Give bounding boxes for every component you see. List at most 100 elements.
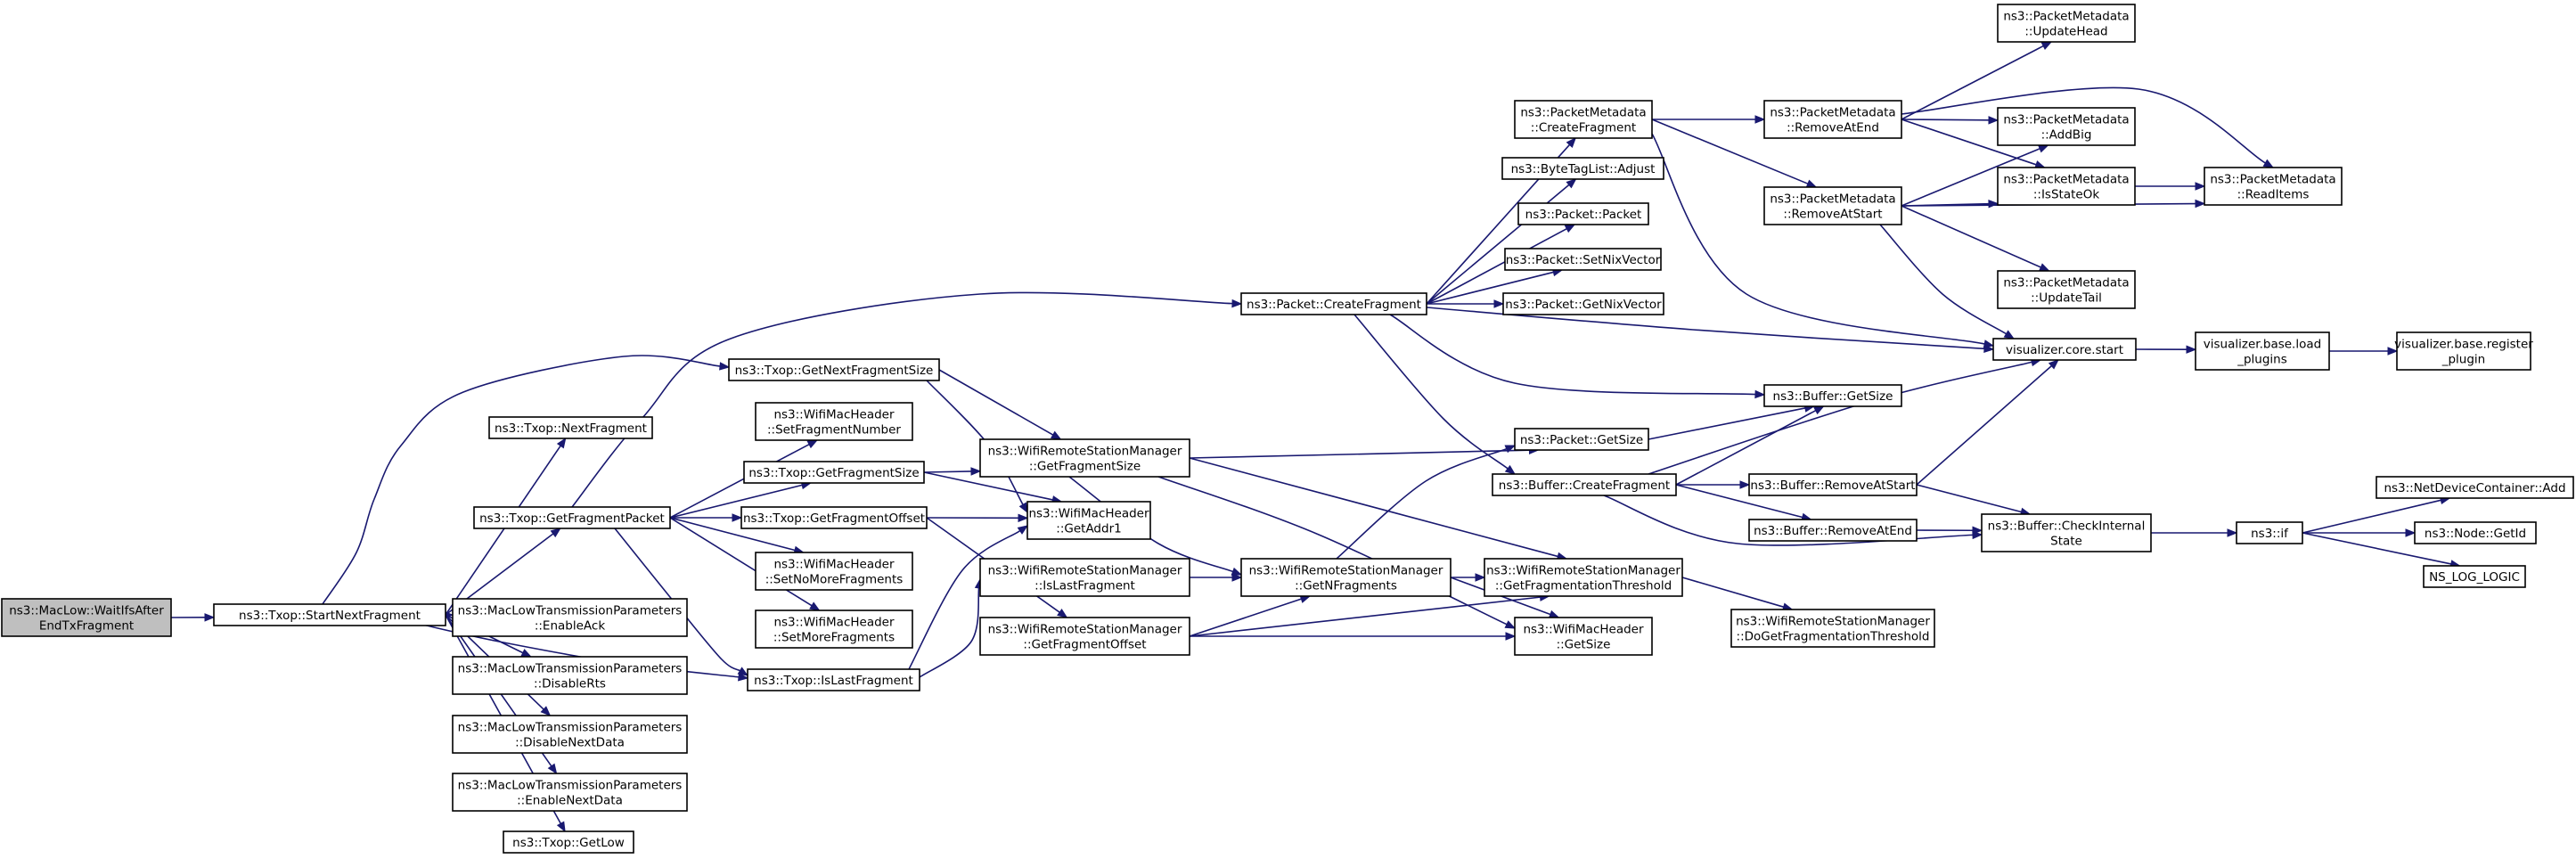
node-box[interactable] [1240,558,1452,597]
node-bufcreatefrag[interactable]: ns3::Buffer::CreateFragment [1492,473,1677,496]
node-startnext[interactable]: ns3::Txop::StartNextFragment [213,603,446,626]
node-nextfrag[interactable]: ns3::Txop::NextFragment [488,416,653,439]
node-box[interactable] [1763,100,1902,139]
node-box[interactable] [1240,292,1427,315]
node-wrsmgetfragoff[interactable]: ns3::WifiRemoteStationManager::GetFragme… [979,617,1190,656]
node-bufgetsize[interactable]: ns3::Buffer::GetSize [1763,384,1902,407]
node-box[interactable] [213,603,446,626]
node-box[interactable] [1026,501,1151,540]
node-wrsmislast[interactable]: ns3::WifiRemoteStationManager::IsLastFra… [979,558,1190,597]
node-box[interactable] [2414,521,2537,544]
node-box[interactable] [979,438,1190,478]
node-box[interactable] [1748,519,1918,542]
node-getlow[interactable]: ns3::Txop::GetLow [503,830,634,854]
node-pmremoveatend[interactable]: ns3::PacketMetadata::RemoveAtEnd [1763,100,1902,139]
node-box[interactable] [2195,331,2330,371]
node-getnix[interactable]: ns3::Packet::GetNixVector [1502,292,1664,315]
node-box[interactable] [452,715,688,754]
node-getfragpkt[interactable]: ns3::Txop::GetFragmentPacket [473,506,671,529]
node-box[interactable] [1992,338,2137,361]
node-pmupdatehead[interactable]: ns3::PacketMetadata::UpdateHead [1997,4,2136,43]
node-box[interactable] [2236,521,2303,544]
node-wmhgetsize[interactable]: ns3::WifiMacHeader::GetSize [1514,617,1653,656]
node-pmremoveatstart[interactable]: ns3::PacketMetadata::RemoveAtStart [1763,186,1902,225]
node-getnextfragsize[interactable]: ns3::Txop::GetNextFragmentSize [728,358,940,381]
node-pmupdatetail[interactable]: ns3::PacketMetadata::UpdateTail [1997,270,2136,309]
node-box[interactable] [1517,202,1649,225]
node-box[interactable] [488,416,653,439]
node-wrsmgetfragthr[interactable]: ns3::WifiRemoteStationManager::GetFragme… [1484,558,1683,597]
node-box[interactable] [2423,565,2526,588]
node-box[interactable] [1501,157,1664,180]
node-pktgetsize[interactable]: ns3::Packet::GetSize [1514,428,1649,451]
node-box[interactable] [1492,473,1677,496]
node-box[interactable] [2204,167,2343,206]
node-box[interactable] [755,552,913,591]
node-box[interactable] [1514,100,1653,139]
node-disablenext[interactable]: ns3::MacLowTransmissionParameters::Disab… [452,715,688,754]
node-setmore[interactable]: ns3::WifiMacHeader::SetMoreFragments [755,609,913,649]
node-setnomore[interactable]: ns3::WifiMacHeader::SetNoMoreFragments [755,552,913,591]
node-box[interactable] [743,461,925,484]
node-setfragnum[interactable]: ns3::WifiMacHeader::SetFragmentNumber [755,402,913,441]
node-box[interactable] [755,402,913,441]
node-box[interactable] [1,598,172,637]
node-txopgetfragoff[interactable]: ns3::Txop::GetFragmentOffset [740,506,928,529]
node-box[interactable] [1514,617,1653,656]
node-getaddr1[interactable]: ns3::WifiMacHeader::GetAddr1 [1026,501,1151,540]
node-wrsmgetnfrag[interactable]: ns3::WifiRemoteStationManager::GetNFragm… [1240,558,1452,597]
node-enablenext[interactable]: ns3::MacLowTransmissionParameters::Enabl… [452,773,688,812]
node-box[interactable] [740,506,928,529]
node-vizstart[interactable]: visualizer.core.start [1992,338,2137,361]
node-box[interactable] [452,598,688,637]
node-box[interactable] [503,830,634,854]
node-pmreaditems[interactable]: ns3::PacketMetadata::ReadItems [2204,167,2343,206]
node-setnix[interactable]: ns3::Packet::SetNixVector [1504,248,1662,271]
node-box[interactable] [1484,558,1683,597]
node-pktpacket[interactable]: ns3::Packet::Packet [1517,202,1649,225]
node-vizloadplugins[interactable]: visualizer.base.load_plugins [2195,331,2330,371]
node-enableack[interactable]: ns3::MacLowTransmissionParameters::Enabl… [452,598,688,637]
node-box[interactable] [1997,167,2136,206]
node-box[interactable] [1748,473,1918,496]
node-box[interactable] [1763,384,1902,407]
node-box[interactable] [979,617,1190,656]
node-btladjust[interactable]: ns3::ByteTagList::Adjust [1501,157,1664,180]
node-pktcreatefrag[interactable]: ns3::Packet::CreateFragment [1240,292,1427,315]
node-txopgetfragsize[interactable]: ns3::Txop::GetFragmentSize [743,461,925,484]
node-wrsmgetfragsize[interactable]: ns3::WifiRemoteStationManager::GetFragme… [979,438,1190,478]
node-box[interactable] [2376,476,2574,499]
node-box[interactable] [1502,292,1664,315]
node-box[interactable] [979,558,1190,597]
node-ndcadd[interactable]: ns3::NetDeviceContainer::Add [2376,476,2574,499]
node-pmcreatefrag[interactable]: ns3::PacketMetadata::CreateFragment [1514,100,1653,139]
node-box[interactable] [747,668,920,691]
node-vizregisterplugin[interactable]: visualizer.base.register_plugin [2394,331,2533,371]
node-box[interactable] [1997,107,2136,146]
node-box[interactable] [755,609,913,649]
node-txopislast[interactable]: ns3::Txop::IsLastFragment [747,668,920,691]
node-box[interactable] [1514,428,1649,451]
node-nsif[interactable]: ns3::if [2236,521,2303,544]
node-box[interactable] [1504,248,1662,271]
node-box[interactable] [473,506,671,529]
node-bufremoveatstart[interactable]: ns3::Buffer::RemoveAtStart [1748,473,1918,496]
node-pmisstateok[interactable]: ns3::PacketMetadata::IsStateOk [1997,167,2136,206]
node-box[interactable] [2396,331,2531,371]
node-box[interactable] [1981,513,2152,552]
node-box[interactable] [1763,186,1902,225]
node-bufremoveatend[interactable]: ns3::Buffer::RemoveAtEnd [1748,519,1918,542]
node-box[interactable] [1730,609,1935,648]
node-disablerts[interactable]: ns3::MacLowTransmissionParameters::Disab… [452,656,688,695]
node-box[interactable] [452,773,688,812]
node-box[interactable] [452,656,688,695]
node-nslog[interactable]: NS_LOG_LOGIC [2423,565,2526,588]
node-dogetfragthr[interactable]: ns3::WifiRemoteStationManager::DoGetFrag… [1730,609,1935,648]
node-nodegetid[interactable]: ns3::Node::GetId [2414,521,2537,544]
node-box[interactable] [1997,270,2136,309]
node-box[interactable] [728,358,940,381]
node-pmaddbig[interactable]: ns3::PacketMetadata::AddBig [1997,107,2136,146]
node-box[interactable] [1997,4,2136,43]
